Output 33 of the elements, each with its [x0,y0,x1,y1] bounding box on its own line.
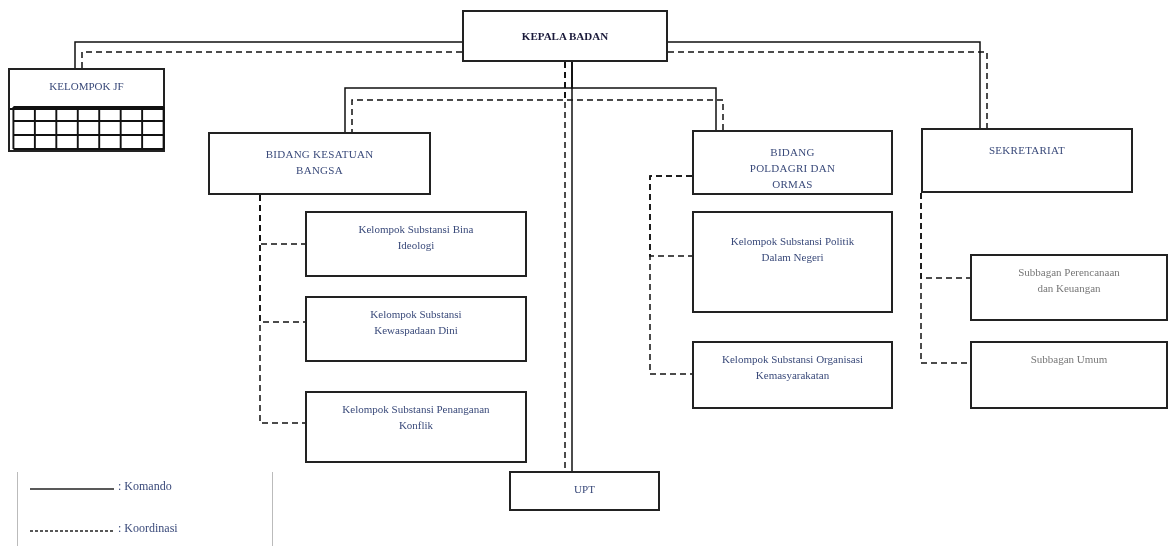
connector-line [81,51,463,69]
unit-box [692,341,893,409]
connector-line [649,175,693,375]
unit-box [305,211,527,277]
node-label: KEPALA BADAN [521,30,609,42]
node-label: Kelompok Substansi Politik Dalam Negeri [730,235,855,263]
legend-label: : Koordinasi [118,522,178,534]
node-label: Kelompok Substansi Kewaspadaan Dini [370,308,462,336]
connector-line [74,41,463,69]
secretariat-box [921,128,1133,193]
unit-box [509,471,660,511]
connector-line [259,194,306,424]
head-box [462,10,668,62]
node-label: BIDANG POLDAGRI DAN ORMAS [749,146,836,190]
unit-box [692,211,893,313]
division-box [692,130,893,195]
division-box [208,132,431,195]
node-label: KELOMPOK JF [49,80,124,92]
subsection-box [970,254,1168,321]
subsection-box [970,341,1168,409]
node-label: UPT [574,483,595,495]
node-label: Kelompok Substansi Penanganan Konflik [342,403,490,431]
group-box [8,68,165,152]
legend-label: : Komando [118,480,172,492]
node-label: Subbagan Perencanaan dan Keuangan [1018,266,1120,294]
unit-box [305,391,527,463]
node-label: BIDANG KESATUAN BANGSA [265,148,374,176]
node-label: Subbagan Umum [1030,353,1108,365]
node-label: Kelompok Substansi Organisasi Kemasyarakatan [722,353,863,381]
unit-box [305,296,527,362]
node-label: Kelompok Substansi Bina Ideologi [358,223,474,251]
connector-line [571,61,573,472]
node-label: SEKRETARIAT [988,144,1066,156]
